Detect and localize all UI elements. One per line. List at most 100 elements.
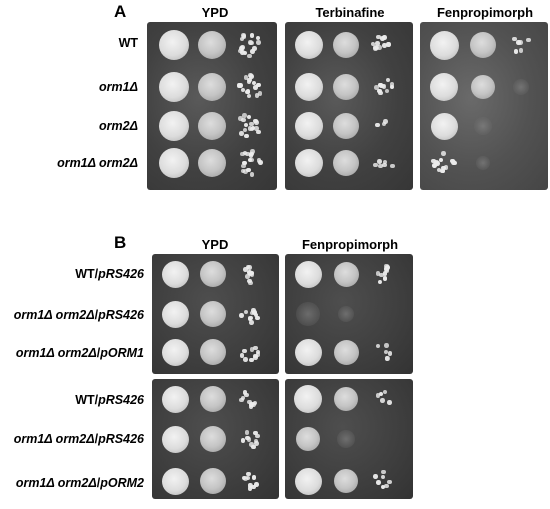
yeast-colony [255, 35, 261, 41]
yeast-colony [257, 90, 263, 96]
yeast-spot [161, 425, 189, 453]
panel-a-col-fenpropimorph: Fenpropimorph [436, 5, 534, 20]
yeast-colony [377, 82, 383, 88]
yeast-colony [389, 82, 395, 87]
yeast-colony [430, 158, 436, 164]
yeast-colony [239, 353, 245, 358]
yeast-colony [249, 172, 255, 177]
yeast-spot [159, 111, 189, 141]
yeast-spot [198, 31, 226, 59]
yeast-colony [375, 343, 381, 349]
yeast-colony [384, 88, 390, 94]
yeast-colony [377, 44, 383, 50]
yeast-colony [246, 114, 252, 120]
yeast-colony [245, 89, 250, 95]
yeast-colony [249, 149, 255, 155]
yeast-spot [295, 112, 323, 140]
yeast-colony [242, 150, 248, 156]
yeast-colony [389, 84, 395, 90]
yeast-colony [251, 475, 257, 480]
yeast-colony [238, 397, 244, 403]
yeast-colony [375, 271, 381, 276]
yeast-colony [513, 49, 519, 54]
yeast-colony [249, 121, 254, 127]
yeast-colony [242, 160, 247, 166]
yeast-colony [243, 357, 248, 362]
yeast-colony [380, 484, 386, 490]
yeast-colony [253, 85, 258, 90]
yeast-colony [247, 399, 252, 405]
panel-b-col-fenpropimorph: Fenpropimorph [301, 237, 399, 252]
panel-a-row-label: orm1Δ orm2Δ [57, 156, 138, 170]
yeast-colony [248, 280, 253, 286]
yeast-colony [440, 168, 445, 174]
yeast-colony [248, 40, 254, 46]
yeast-colony [255, 352, 261, 357]
yeast-colony [249, 442, 254, 447]
yeast-colony [254, 119, 260, 125]
yeast-colony [254, 93, 260, 98]
yeast-colony [382, 389, 388, 395]
yeast-colony [247, 265, 252, 270]
yeast-colony [436, 167, 442, 173]
yeast-spot [333, 261, 359, 287]
yeast-colony [255, 315, 260, 321]
yeast-colony [254, 126, 259, 131]
yeast-spot [429, 30, 459, 60]
yeast-colony [253, 312, 259, 318]
yeast-colony [387, 351, 393, 356]
yeast-colony [251, 444, 256, 450]
panel-b-row-label: orm1Δ orm2Δ/pRS426 [13, 308, 144, 322]
yeast-spot [161, 300, 189, 328]
yeast-colony [383, 119, 389, 124]
yeast-colony [438, 157, 444, 163]
yeast-colony [386, 479, 392, 485]
yeast-colony [382, 276, 388, 281]
yeast-colony [253, 345, 258, 351]
yeast-spot [334, 387, 358, 411]
yeast-colony [376, 34, 381, 40]
yeast-spot [430, 112, 458, 140]
yeast-colony [375, 122, 380, 128]
yeast-colony [248, 404, 254, 410]
yeast-colony [244, 392, 249, 398]
yeast-colony [253, 353, 258, 359]
yeast-colony [451, 160, 457, 166]
yeast-colony [242, 389, 248, 395]
yeast-spot [476, 156, 490, 170]
yeast-spot [296, 427, 320, 451]
yeast-colony [243, 75, 249, 80]
yeast-colony [247, 483, 253, 488]
yeast-colony [434, 160, 439, 165]
yeast-colony [385, 356, 390, 361]
yeast-colony [386, 400, 392, 405]
yeast-colony [384, 263, 389, 269]
yeast-colony [512, 36, 517, 42]
yeast-colony [525, 37, 531, 43]
yeast-colony [382, 271, 388, 276]
yeast-colony [239, 313, 244, 319]
yeast-spot [333, 339, 359, 365]
yeast-spot [294, 467, 322, 495]
yeast-colony [249, 73, 254, 79]
yeast-colony [247, 486, 253, 491]
yeast-spot [161, 338, 189, 366]
panel-b-col-ypd: YPD [201, 237, 229, 252]
yeast-spot [198, 149, 226, 177]
yeast-colony [247, 53, 252, 59]
yeast-colony [242, 127, 248, 133]
yeast-colony [245, 475, 251, 481]
yeast-colony [518, 47, 524, 53]
yeast-colony [243, 309, 249, 315]
yeast-colony [255, 40, 261, 45]
yeast-colony [380, 474, 386, 480]
yeast-colony [380, 469, 386, 475]
yeast-colony [252, 400, 258, 406]
panel-a-row-label: orm1Δ [99, 80, 138, 94]
yeast-colony [240, 50, 245, 55]
yeast-spot [200, 386, 226, 412]
yeast-colony [374, 45, 379, 51]
yeast-colony [375, 393, 381, 398]
yeast-colony [247, 270, 253, 275]
yeast-colony [441, 151, 446, 156]
